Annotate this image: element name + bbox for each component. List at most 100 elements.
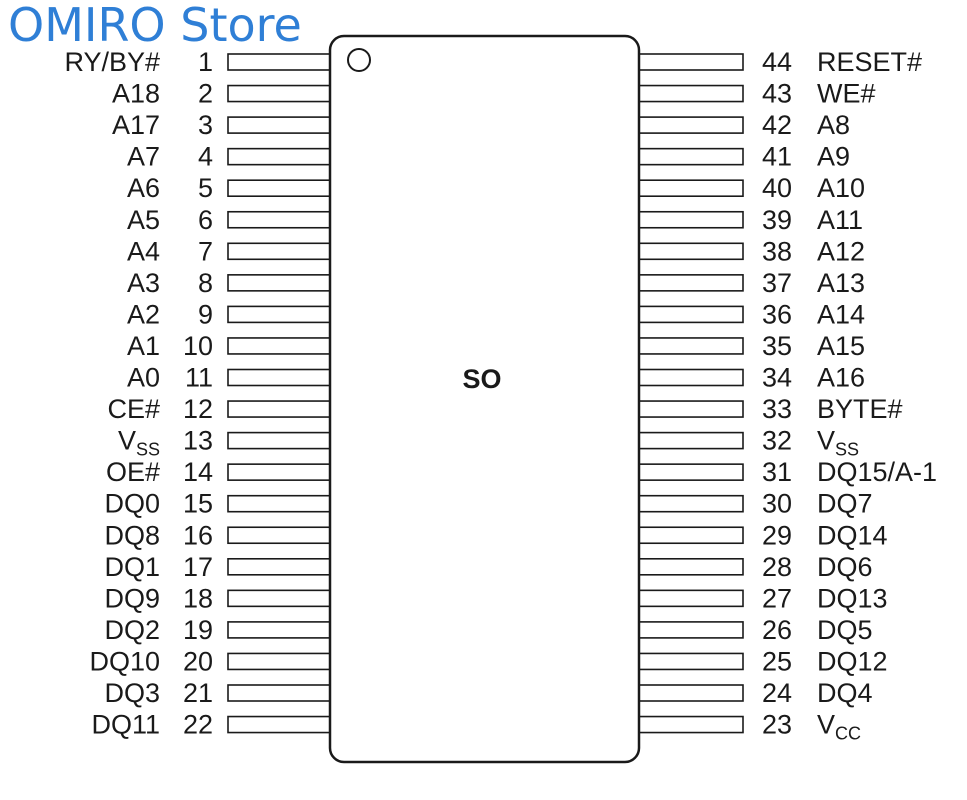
- pin-number: 21: [183, 678, 213, 708]
- pin-lead: [227, 368, 332, 387]
- pin-number: 19: [183, 615, 213, 645]
- pin-lead: [637, 242, 744, 261]
- pin-number: 5: [198, 173, 213, 203]
- pin-number: 27: [762, 583, 792, 613]
- pin-lead: [637, 684, 744, 702]
- pin-name-main: CE#: [107, 394, 160, 424]
- pin-name-main: DQ10: [89, 646, 160, 676]
- pin-lead: [637, 526, 744, 545]
- pin-number: 31: [762, 457, 792, 487]
- pin-name-main: A18: [112, 79, 160, 109]
- pin-name-main: DQ13: [817, 583, 888, 613]
- pin-name: VSS: [118, 426, 160, 460]
- pin-lead: [637, 337, 744, 355]
- pin-name: A13: [817, 268, 865, 298]
- pin-name-main: V: [817, 710, 835, 740]
- pin-number: 43: [762, 79, 792, 109]
- pin-row: 10 A1: [127, 331, 332, 361]
- pin-name-main: A12: [817, 236, 865, 266]
- pin-name-main: RY/BY#: [64, 47, 160, 77]
- pin-lead: [227, 337, 332, 355]
- pin-name: RESET#: [817, 47, 922, 77]
- pin-lead: [227, 431, 332, 450]
- pin-number: 14: [183, 457, 213, 487]
- pin-name: VSS: [817, 426, 859, 460]
- pin-lead: [637, 431, 744, 450]
- pin-number: 25: [762, 646, 792, 676]
- package-label: SO: [462, 364, 501, 394]
- pin-number: 22: [183, 710, 213, 740]
- pin-lead: [637, 557, 744, 576]
- ic-package-body: [328, 34, 641, 764]
- pin-number: 42: [762, 110, 792, 140]
- pin-name: DQ11: [91, 710, 160, 740]
- pin-number: 41: [762, 142, 792, 172]
- pin-number: 32: [762, 426, 792, 456]
- pin-lead: [227, 494, 332, 513]
- store-watermark: OMIRO Store: [8, 0, 302, 52]
- pin-name: DQ1: [104, 552, 160, 582]
- pin-name-main: A6: [127, 173, 160, 203]
- pin-name-main: A17: [112, 110, 160, 140]
- pin-number: 36: [762, 299, 792, 329]
- pin-name: A2: [127, 299, 160, 329]
- pin-name: A11: [817, 205, 863, 235]
- pin-name: DQ15/A-1: [817, 457, 937, 487]
- pin-lead: [637, 652, 744, 671]
- pin-name: WE#: [817, 79, 876, 109]
- pin-name: DQ7: [817, 489, 873, 519]
- pin-number: 10: [183, 331, 213, 361]
- pin-lead: [227, 400, 332, 418]
- pin-lead: [227, 463, 332, 481]
- pin-lead: [227, 53, 332, 71]
- pin-name: DQ10: [89, 646, 160, 676]
- pin-number: 1: [198, 47, 213, 77]
- pin-number: 40: [762, 173, 792, 203]
- pin-name-main: DQ5: [817, 615, 873, 645]
- pin-name-main: BYTE#: [817, 394, 903, 424]
- pin-number: 9: [198, 299, 213, 329]
- pin-lead: [227, 715, 332, 734]
- pin-lead: [637, 116, 744, 134]
- pin-lead: [637, 147, 744, 166]
- pin-lead: [637, 179, 744, 197]
- pin-name: DQ0: [104, 489, 160, 519]
- pin-number: 2: [198, 79, 213, 109]
- pin-number: 6: [198, 205, 213, 235]
- pin-name-main: A15: [817, 331, 865, 361]
- pin-lead: [227, 242, 332, 261]
- pin-row: 5 A6: [127, 173, 332, 203]
- pin-name-main: OE#: [106, 457, 160, 487]
- pin-row: 6A5: [127, 205, 332, 235]
- pin-name-main: A1: [127, 331, 160, 361]
- pin-lead: [227, 147, 332, 166]
- pin-lead: [227, 305, 332, 324]
- pin-row: 22 DQ11: [91, 710, 332, 740]
- pin-lead: [227, 684, 332, 702]
- pin-name: DQ2: [104, 615, 160, 645]
- pin-name-subscript: CC: [835, 724, 861, 744]
- pin-name-main: DQ7: [817, 489, 873, 519]
- pin-name-main: A13: [817, 268, 865, 298]
- pin-name-main: DQ12: [817, 646, 888, 676]
- pin-name: A12: [817, 236, 865, 266]
- pin-name: DQ8: [104, 520, 160, 550]
- pin-name-main: A7: [127, 142, 160, 172]
- pin-row: 25 DQ12: [637, 646, 888, 676]
